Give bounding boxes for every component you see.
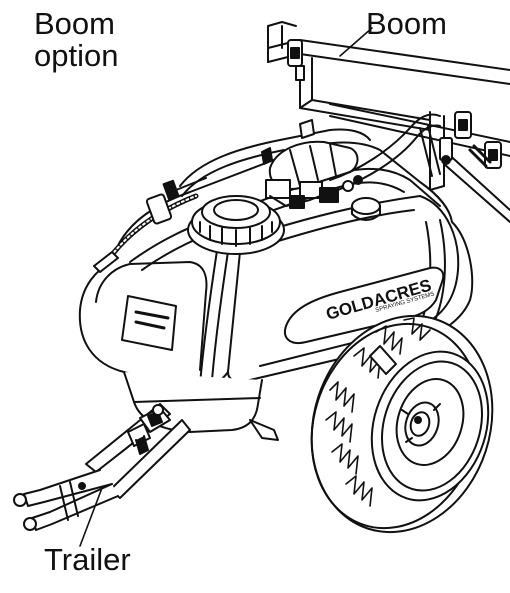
boom-leader-line	[339, 27, 373, 57]
trailer-leader-line	[79, 487, 103, 547]
pump-assembly	[179, 113, 441, 221]
trailer-callout: Trailer	[44, 542, 131, 577]
tyre-wheel	[310, 314, 494, 534]
trailer-drawbar	[13, 403, 191, 531]
boom-frame	[267, 21, 510, 223]
boom-callout: Boom	[366, 6, 447, 41]
hand-lance	[93, 177, 207, 273]
axle-bracket	[369, 345, 397, 375]
filler-lid	[187, 195, 285, 255]
warning-label-plate	[121, 295, 177, 351]
boom-option-callout: Boom option	[34, 6, 119, 73]
